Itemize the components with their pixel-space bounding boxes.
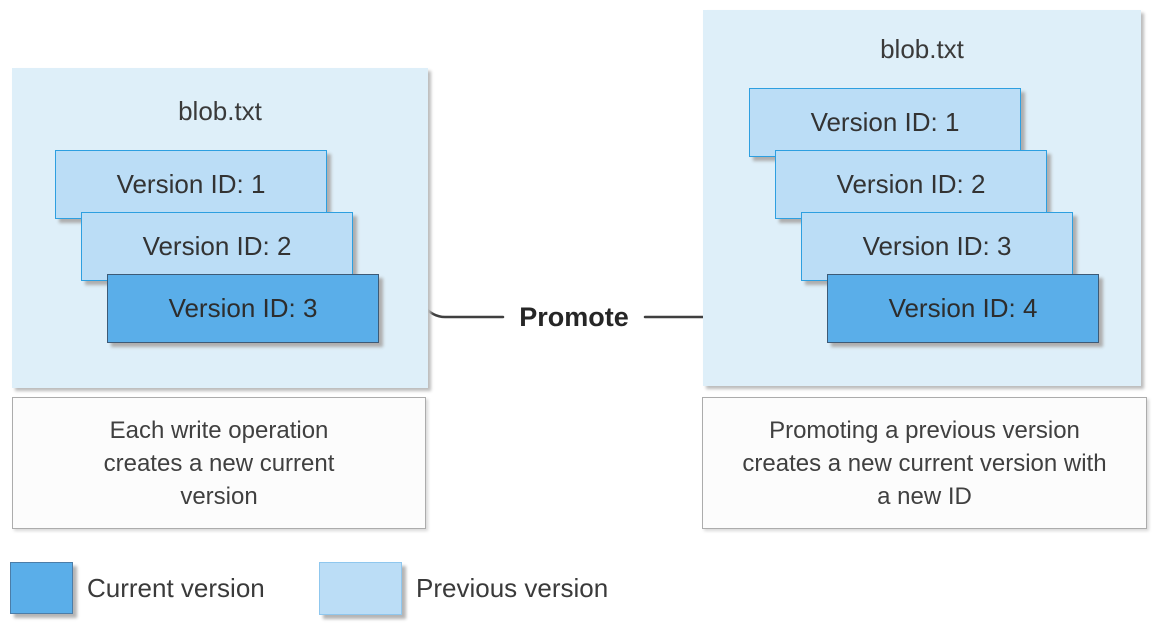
version-label: Version ID: 2 — [142, 231, 292, 261]
left-caption-text: Each write operation creates a new curre… — [103, 416, 335, 510]
left-caption-box: Each write operation creates a new curre… — [12, 397, 426, 529]
legend-label-previous: Previous version — [416, 573, 609, 603]
previous-version-swatch-icon — [319, 562, 402, 615]
version-label: Version ID: 3 — [168, 293, 318, 323]
right-caption-text: Promoting a previous version creates a n… — [742, 416, 1107, 510]
legend-label-current: Current version — [87, 572, 265, 603]
current-version-swatch-icon — [10, 562, 73, 614]
version-label: Version ID: 2 — [836, 169, 986, 199]
promote-label: Promote — [519, 302, 629, 332]
version-box-previous: Version ID: 3 — [801, 212, 1073, 281]
version-box-current: Version ID: 4 — [827, 274, 1099, 343]
left-blob-title: blob.txt — [178, 96, 262, 126]
right-caption-box: Promoting a previous version creates a n… — [702, 397, 1147, 529]
version-box-previous: Version ID: 2 — [81, 212, 353, 281]
legend-item-current: Current version — [10, 562, 265, 614]
version-label: Version ID: 4 — [888, 293, 1038, 323]
version-box-previous: Version ID: 2 — [775, 150, 1047, 219]
legend-item-previous: Previous version — [319, 562, 608, 615]
version-box-current: Version ID: 3 — [107, 274, 379, 343]
version-box-previous: Version ID: 1 — [55, 150, 327, 219]
version-label: Version ID: 3 — [862, 231, 1012, 261]
left-blob-panel: blob.txt Version ID: 1 Version ID: 2 Versi… — [12, 68, 428, 388]
version-label: Version ID: 1 — [116, 169, 266, 199]
right-blob-panel: blob.txt Version ID: 1 Version ID: 2 Versi… — [703, 10, 1141, 386]
right-blob-title: blob.txt — [880, 34, 964, 64]
version-box-previous: Version ID: 1 — [749, 88, 1021, 157]
version-label: Version ID: 1 — [810, 107, 960, 137]
